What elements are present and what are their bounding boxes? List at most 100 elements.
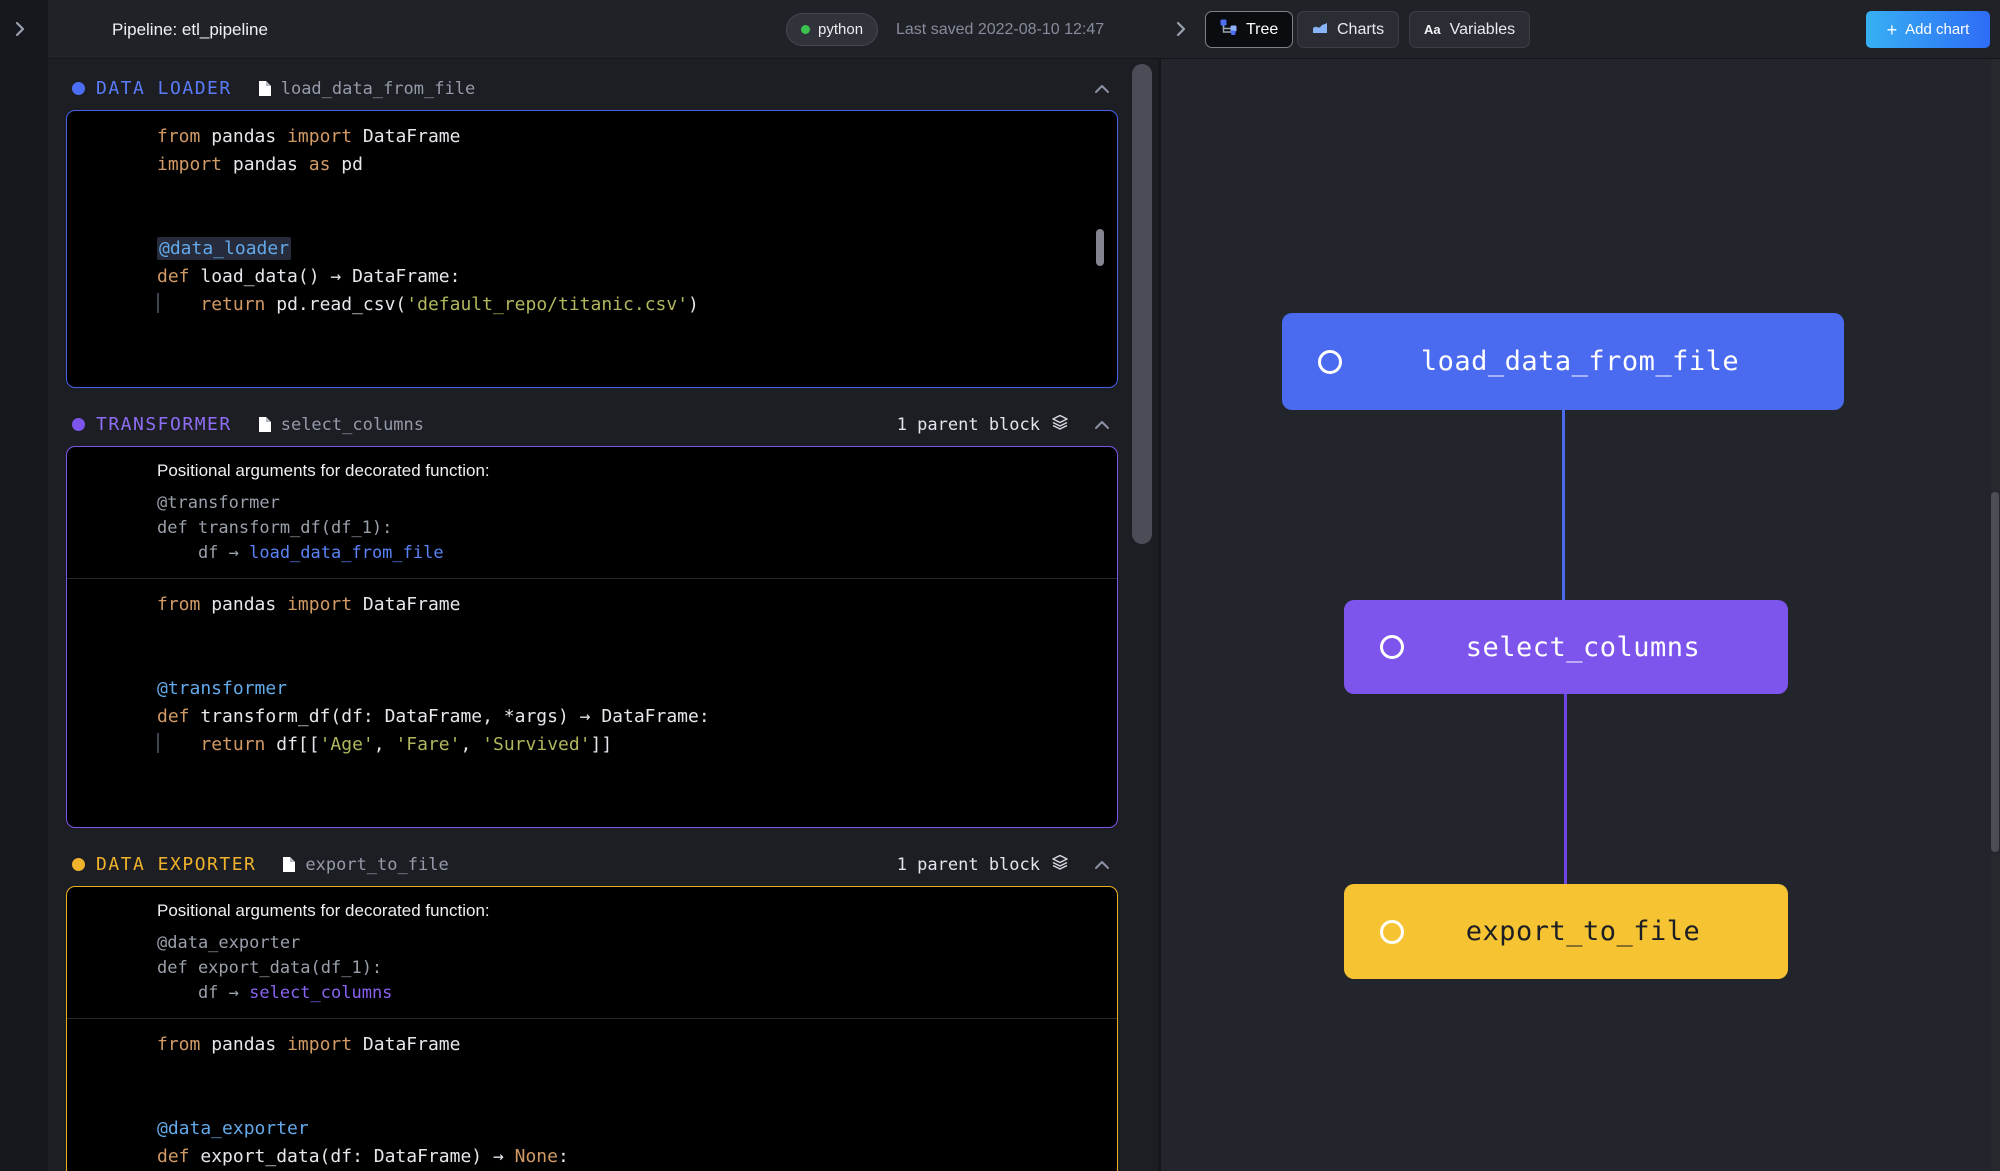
info-title: Positional arguments for decorated funct… <box>157 461 490 480</box>
code-token: pd <box>330 154 363 175</box>
code-token: df → <box>157 543 250 563</box>
code-token: as <box>308 154 331 175</box>
code-token: , <box>373 734 396 755</box>
code-token: , <box>460 734 483 755</box>
dependency-tree-panel: load_data_from_file select_columns export_… <box>1161 59 2000 1171</box>
code-token: from <box>157 594 201 615</box>
code-line: @data_exporter <box>157 931 1101 956</box>
collapse-block-icon[interactable] <box>1094 84 1110 94</box>
code-line <box>157 207 1101 235</box>
code-token: return <box>200 294 266 315</box>
decorated-function-info: Positional arguments for decorated funct… <box>67 447 1117 579</box>
expand-file-browser-icon[interactable] <box>15 21 25 42</box>
code-token: @data_exporter <box>157 1118 309 1139</box>
block-type-label: DATA LOADER <box>96 78 232 99</box>
block-type-label: DATA EXPORTER <box>96 854 257 875</box>
tab-tree[interactable]: Tree <box>1205 11 1294 48</box>
code-token: import <box>287 126 353 147</box>
tree-scrollbar-thumb[interactable] <box>1991 492 1999 852</box>
code-token: load_data_from_file <box>249 543 444 563</box>
collapse-block-icon[interactable] <box>1094 420 1110 430</box>
info-lines: @transformer def transform_df(df_1): df →… <box>157 491 1101 566</box>
code-line: def export_data(df_1): <box>157 956 1101 981</box>
code-block-frame: Positional arguments for decorated funct… <box>66 886 1118 1171</box>
code-editor[interactable]: from pandas import DataFrame @transforme… <box>67 579 1117 827</box>
tree-node-load_data_from_file[interactable]: load_data_from_file <box>1282 313 1844 410</box>
tab-charts[interactable]: Charts <box>1297 11 1400 48</box>
code-token: @data_exporter <box>157 933 301 953</box>
code-token <box>157 734 200 755</box>
block-header: TRANSFORMER select_columns 1 parent block <box>66 408 1118 441</box>
code-scrollbar-thumb[interactable] <box>1096 229 1104 266</box>
block-type-label: TRANSFORMER <box>96 414 232 435</box>
code-token: @transformer <box>157 493 280 513</box>
tree-node-export_to_file[interactable]: export_to_file <box>1344 884 1788 979</box>
file-icon <box>258 416 272 433</box>
code-editor[interactable]: from pandas import DataFrame @data_expor… <box>67 1019 1117 1171</box>
add-chart-button[interactable]: + Add chart <box>1866 11 1990 48</box>
code-token: pd.read_csv( <box>265 294 407 315</box>
area-chart-icon <box>1312 20 1328 39</box>
code-line: from pandas import DataFrame <box>157 591 1101 619</box>
code-line <box>157 179 1101 207</box>
panel-divider[interactable] <box>1158 59 1161 1171</box>
node-status-circle <box>1380 635 1404 659</box>
code-line: def load_data() → DataFrame: <box>157 263 1101 291</box>
code-line: from pandas import DataFrame <box>157 1031 1101 1059</box>
code-token: import <box>157 154 223 175</box>
node-status-circle <box>1380 919 1404 944</box>
tab-variables[interactable]: Aa Variables <box>1409 11 1531 48</box>
code-line: def transform_df(df_1): <box>157 516 1101 541</box>
code-line: @data_exporter <box>157 1115 1101 1143</box>
code-line <box>157 347 1101 375</box>
parent-block-label: 1 parent block <box>896 414 1040 435</box>
code-token: 'default_repo/titanic.csv' <box>406 294 689 315</box>
collapse-block-icon[interactable] <box>1094 860 1110 870</box>
collapse-right-panel-icon[interactable] <box>1176 21 1186 42</box>
code-line: from pandas import DataFrame <box>157 123 1101 151</box>
code-token: 'Survived' <box>482 734 591 755</box>
indent-guide <box>157 293 159 313</box>
tree-icon <box>1220 19 1237 40</box>
block-filename: select_columns <box>280 414 425 435</box>
code-token: return <box>200 734 266 755</box>
plus-icon: + <box>1886 19 1898 40</box>
code-token: pandas <box>222 154 309 175</box>
code-token: df → <box>157 983 250 1003</box>
tree-node-select_columns[interactable]: select_columns <box>1344 600 1788 694</box>
block-header-actions: 1 parent block <box>897 854 1118 875</box>
tab-variables-label: Variables <box>1449 20 1516 38</box>
code-line: df → select_columns <box>157 981 1101 1006</box>
code-token: None <box>514 1146 558 1167</box>
code-line: @data_loader <box>157 235 1101 263</box>
code-token: pandas <box>200 594 288 615</box>
block-filename: export_to_file <box>305 854 449 875</box>
code-line: @transformer <box>157 675 1101 703</box>
layers-icon <box>1051 414 1069 435</box>
language-label: python <box>818 21 864 38</box>
tree-node-label: export_to_file <box>1465 916 1701 947</box>
code-line: df → load_data_from_file <box>157 541 1101 566</box>
pipeline-title: Pipeline: etl_pipeline <box>112 20 268 39</box>
tree-node-label: select_columns <box>1465 631 1701 663</box>
tree-node-label: load_data_from_file <box>1420 346 1740 377</box>
code-line <box>157 1059 1101 1087</box>
editor-scrollbar-thumb[interactable] <box>1132 64 1152 544</box>
code-token <box>157 294 200 315</box>
left-sidebar-rail <box>0 0 48 1171</box>
decorated-function-info: Positional arguments for decorated funct… <box>67 887 1117 1019</box>
code-line <box>157 787 1101 815</box>
code-line: import pandas as pd <box>157 151 1101 179</box>
block-type-dot <box>72 418 85 431</box>
code-token: load_data() → DataFrame: <box>189 266 461 287</box>
code-token: from <box>157 126 201 147</box>
code-token: DataFrame <box>352 594 461 615</box>
code-token: def <box>157 266 190 287</box>
code-token: ) <box>688 294 699 315</box>
